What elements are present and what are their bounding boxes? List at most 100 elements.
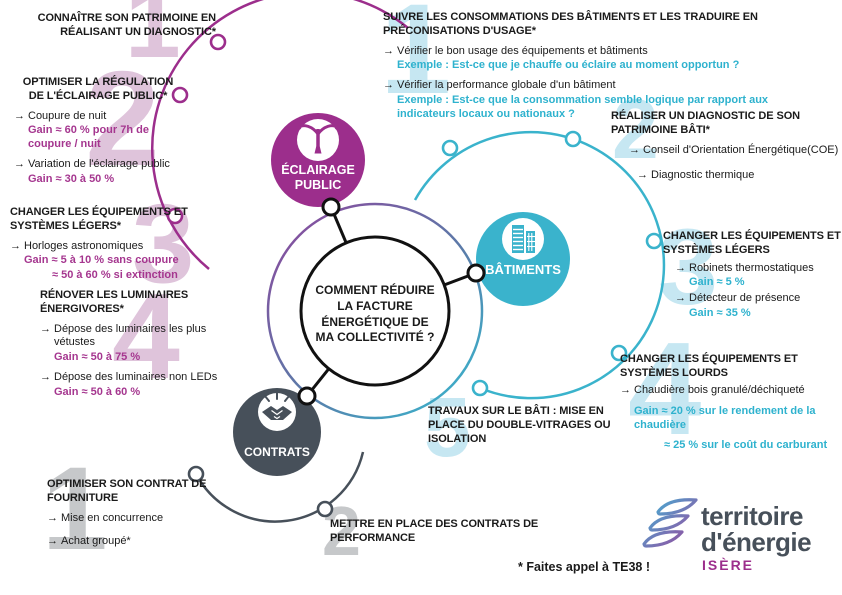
arrow-icon: →	[675, 261, 686, 274]
arrow-icon: →	[637, 169, 648, 182]
logo-region: ISÈRE	[702, 557, 755, 573]
bullet-text: Coupure de nuit	[28, 109, 107, 122]
bullet-text: Chaudière bois granulé/déchiqueté	[634, 383, 805, 396]
bullet-text: Dépose des luminaires les plus vétustes	[54, 322, 207, 349]
example-text: Exemple : Est-ce que la consommation sem…	[397, 93, 769, 120]
section-title: CHANGER LES ÉQUIPEMENTS ET SYSTÈMES LÉGE…	[663, 230, 841, 256]
list-item: → Robinets thermostatiques	[675, 262, 841, 276]
watermark-number-eclairage-2: 2	[85, 43, 160, 194]
bullet-text: Achat groupé*	[61, 535, 131, 548]
footnote: * Faites appel à TE38 !	[518, 560, 650, 574]
section-title: METTRE EN PLACE DES CONTRATS DE PERFORMA…	[330, 518, 539, 544]
gain-value: Gain ≈ 50 à 60 %	[54, 385, 141, 398]
list-item: → Achat groupé*	[47, 535, 232, 549]
center-gradient-ring	[266, 202, 484, 420]
section-batiments-3: CHANGER LES ÉQUIPEMENTS ET SYSTÈMES LÉGE…	[663, 230, 841, 321]
logo-text-line1: territoire	[701, 501, 803, 531]
list-item: → Détecteur de présence	[675, 292, 841, 306]
arrow-icon: →	[629, 143, 640, 156]
watermark-number-batiments-2: 2	[612, 82, 659, 176]
list-item: → Dépose des luminaires non LEDs	[40, 371, 248, 385]
hub-label-batiments: BÂTIMENTS	[485, 262, 561, 277]
watermark-number-eclairage-1: 1	[125, 0, 181, 79]
arrow-icon: →	[10, 239, 21, 252]
list-item: → Conseil d'Orientation Énergétique(COE)	[629, 144, 839, 158]
gain-value: Gain ≈ 30 à 50 %	[28, 172, 115, 185]
hub-label-eclairage: ÉCLAIRAGE PUBLIC	[281, 163, 355, 192]
gain-value: Gain ≈ 20 % sur le rendement de la chaud…	[634, 405, 816, 431]
watermark-number-batiments-1: 1	[380, 0, 451, 121]
gain-value: Gain ≈ 35 %	[689, 306, 751, 319]
bullet-text: Diagnostic thermique	[651, 169, 755, 182]
center-question: COMMENT RÉDUIRE LA FACTURE ÉNERGÉTIQUE D…	[315, 283, 435, 345]
contrats-arc	[194, 451, 365, 523]
list-item: → Diagnostic thermique	[637, 169, 839, 183]
bullet-text: Vérifier le bon usage des équipements et…	[397, 44, 648, 57]
connector-nodes	[297, 197, 486, 406]
watermark-number-contrats-1: 1	[42, 443, 108, 575]
territoire-energie-leaves-icon	[642, 498, 698, 548]
section-batiments-2: RÉALISER UN DIAGNOSTIC DE SON PATRIMOINE…	[611, 110, 839, 183]
batiments-arc	[413, 130, 666, 400]
list-item: → Chaudière bois granulé/déchiqueté	[620, 384, 840, 398]
logo-text-line2: d'énergie	[701, 527, 812, 557]
arrow-icon: →	[47, 511, 58, 524]
watermark-number-batiments-4: 4	[628, 315, 701, 462]
arrow-icon: →	[40, 322, 51, 335]
handshake-icon	[262, 392, 292, 420]
section-eclairage-2: OPTIMISER LA RÉGULATION DE L'ÉCLAIRAGE P…	[14, 76, 182, 186]
list-item: → Vérifier la performance globale d'un b…	[383, 79, 783, 93]
bullet-text: Vérifier la performance globale d'un bât…	[397, 79, 616, 91]
gain-value-2: ≈ 25 % sur le coût du carburant	[664, 438, 828, 451]
arrow-icon: →	[40, 370, 51, 383]
arrow-icon: →	[47, 535, 58, 548]
gain-value-2: ≈ 50 à 60 % si extinction	[52, 269, 178, 281]
arrow-icon: →	[383, 44, 394, 57]
section-eclairage-3: CHANGER LES ÉQUIPEMENTS ET SYSTÈMES LÉGE…	[10, 206, 200, 283]
section-title: OPTIMISER SON CONTRAT DE FOURNITURE	[47, 478, 207, 504]
gain-value: Gain ≈ 5 à 10 % sans coupure	[24, 254, 179, 267]
bullet-text: Dépose des luminaires non LEDs	[54, 370, 218, 383]
bullet-text: Horloges astronomiques	[24, 239, 144, 252]
bullet-text: Détecteur de présence	[689, 292, 801, 304]
eclairage-arc-nodes	[166, 33, 227, 225]
gain-value: Gain ≈ 50 à 75 %	[54, 351, 141, 363]
streetlight-icon	[294, 124, 342, 154]
list-item: → Dépose des luminaires les plus vétuste…	[40, 323, 248, 351]
section-contrats-1: OPTIMISER SON CONTRAT DE FOURNITURE → Mi…	[47, 478, 232, 549]
bullet-text: Mise en concurrence	[61, 511, 164, 524]
buildings-icon	[512, 225, 535, 253]
list-item: → Mise en concurrence	[47, 512, 232, 526]
contrats-hub-circle	[233, 388, 321, 476]
arrow-icon: →	[675, 292, 686, 304]
bullet-text: Variation de l'éclairage public	[28, 157, 170, 170]
eclairage-arc	[151, 0, 409, 270]
gain-value: Gain ≈ 5 %	[689, 276, 745, 289]
watermark-number-batiments-3: 3	[658, 206, 718, 327]
section-batiments-1: SUIVRE LES CONSOMMATIONS DES BÂTIMENTS E…	[383, 11, 783, 121]
section-title: RÉALISER UN DIAGNOSTIC DE SON PATRIMOINE…	[611, 110, 801, 136]
arrow-icon: →	[14, 157, 25, 170]
section-eclairage-4: RÉNOVER LES LUMINAIRES ÉNERGIVORES* → Dé…	[40, 289, 248, 399]
arrow-icon: →	[620, 383, 631, 396]
section-batiments-4: CHANGER LES ÉQUIPEMENTS ET SYSTÈMES LOUR…	[620, 353, 840, 453]
section-title: SUIVRE LES CONSOMMATIONS DES BÂTIMENTS E…	[383, 11, 758, 37]
list-item: → Vérifier le bon usage des équipements …	[383, 45, 783, 59]
section-contrats-2: METTRE EN PLACE DES CONTRATS DE PERFORMA…	[330, 518, 545, 549]
section-eclairage-1: CONNAÎTRE SON PATRIMOINE EN RÉALISANT UN…	[20, 12, 217, 43]
section-title: CHANGER LES ÉQUIPEMENTS ET SYSTÈMES LÉGE…	[10, 206, 188, 232]
section-title: CHANGER LES ÉQUIPEMENTS ET SYSTÈMES LOUR…	[620, 353, 798, 379]
section-title: TRAVAUX SUR LE BÂTI : MISE EN PLACE DU D…	[428, 405, 611, 445]
hub-label-contrats: CONTRATS	[244, 445, 310, 459]
arrow-icon: →	[383, 79, 394, 91]
section-batiments-5: TRAVAUX SUR LE BÂTI : MISE EN PLACE DU D…	[428, 405, 626, 449]
section-title: OPTIMISER LA RÉGULATION DE L'ÉCLAIRAGE P…	[22, 76, 174, 102]
bullet-text: Robinets thermostatiques	[689, 261, 814, 274]
gain-value: Gain ≈ 60 % pour 7h de coupure / nuit	[28, 124, 149, 150]
contrats-arc-nodes	[187, 465, 334, 518]
watermark-number-eclairage-4: 4	[112, 268, 180, 404]
watermark-number-batiments-5: 5	[424, 380, 471, 474]
list-item: → Coupure de nuit	[14, 110, 182, 124]
